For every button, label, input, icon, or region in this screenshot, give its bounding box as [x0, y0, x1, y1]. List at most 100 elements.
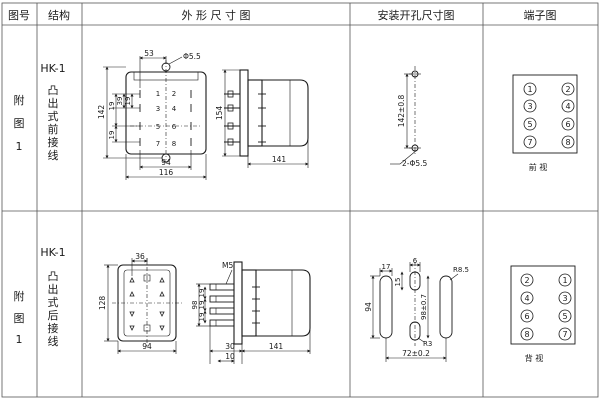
svg-text:4: 4	[172, 105, 177, 113]
svg-text:附: 附	[14, 93, 25, 107]
svg-text:19: 19	[108, 102, 116, 111]
rear-pin-marks	[129, 274, 165, 332]
dim-mount-w-a: 17	[382, 263, 391, 271]
terminal-circle	[523, 82, 575, 149]
svg-text:3: 3	[156, 105, 160, 113]
svg-text:98: 98	[191, 301, 199, 310]
svg-text:4: 4	[565, 102, 570, 111]
svg-text:图: 图	[14, 117, 25, 130]
svg-text:2: 2	[524, 276, 529, 285]
row1-side-view: 154 141	[215, 69, 309, 168]
row2-structure: HK-1 凸 出 式 后 接 线	[40, 246, 65, 348]
svg-text:出: 出	[48, 96, 59, 110]
svg-text:19: 19	[198, 313, 206, 322]
header-outline: 外 形 尺 寸 图	[182, 8, 251, 22]
svg-text:2: 2	[565, 85, 570, 94]
terminal-view-label: 背 视	[525, 353, 544, 363]
svg-text:后: 后	[48, 309, 59, 322]
svg-text:式: 式	[48, 110, 59, 123]
svg-text:3: 3	[562, 294, 567, 303]
header-terminal: 端子图	[524, 9, 557, 22]
model-label: HK-1	[40, 62, 65, 75]
row2-no: 附 图 1	[14, 289, 25, 346]
dim-side-depth: 141	[272, 155, 287, 164]
terminal-view-label: 前 视	[529, 162, 548, 172]
svg-text:6: 6	[172, 123, 177, 131]
svg-text:1: 1	[527, 85, 532, 94]
rear-studs	[209, 283, 260, 327]
row2-side-view: M5 98 19 19 19 30 141 10	[191, 261, 311, 364]
table-header: 图号 结构 外 形 尺 寸 图 安装开孔尺寸图 端子图	[8, 8, 557, 22]
dim-rear-screw: M5	[222, 261, 233, 270]
svg-text:3: 3	[527, 102, 532, 111]
svg-text:5: 5	[527, 120, 532, 129]
svg-text:凸: 凸	[48, 84, 59, 97]
dim-mount-w-b: 6	[413, 257, 418, 265]
dim-front-bottom-outer: 116	[159, 168, 174, 177]
model-label: HK-1	[40, 246, 65, 259]
dim-rear-height: 128	[98, 296, 107, 311]
svg-text:1: 1	[16, 140, 23, 153]
row1-terminal-diagram: 1 2 3 4 5 6 7 8 前 视	[512, 74, 578, 172]
svg-text:7: 7	[156, 140, 160, 148]
svg-text:线: 线	[48, 148, 59, 162]
row2-mount: 17 6 R8.5 15 94 98±0.7 R3 72±0.2	[364, 257, 469, 362]
svg-text:1: 1	[16, 333, 23, 346]
svg-text:7: 7	[527, 138, 532, 147]
svg-text:接: 接	[48, 322, 59, 335]
svg-text:5: 5	[562, 312, 567, 321]
row1-no: 附 图 1	[14, 93, 25, 153]
svg-text:19: 19	[108, 131, 116, 140]
dim-front-hole: Φ5.5	[183, 52, 201, 61]
svg-text:2: 2	[172, 90, 176, 98]
row2-front-view: 36 128 94	[98, 252, 182, 354]
svg-text:8: 8	[565, 138, 570, 147]
dim-rear-bottom-a: 30	[225, 342, 235, 351]
side-terminals	[224, 90, 266, 146]
row2-terminal-diagram: 2 1 4 3 6 5 8 7 背 视	[510, 265, 576, 363]
dim-front-top: 53	[144, 49, 154, 58]
svg-text:19: 19	[124, 97, 132, 106]
dim-mount-hole: 2-Φ5.5	[402, 159, 428, 168]
svg-text:8: 8	[524, 330, 529, 339]
dim-mount-inner: 98±0.7	[420, 294, 428, 320]
svg-text:6: 6	[524, 312, 529, 321]
svg-text:5: 5	[156, 123, 160, 131]
dim-rear-bottom-b: 10	[225, 352, 235, 361]
svg-text:接: 接	[48, 136, 59, 149]
dim-rear-width: 94	[142, 342, 152, 351]
svg-text:39: 39	[116, 97, 124, 106]
dim-mount-width: 72±0.2	[402, 349, 430, 358]
svg-text:式: 式	[48, 296, 59, 309]
svg-text:附: 附	[14, 289, 25, 303]
dim-mount-radius-a: R8.5	[453, 266, 469, 274]
terminal-circle	[520, 273, 572, 341]
row1-structure: HK-1 凸 出 式 前 接 线	[40, 62, 65, 162]
header-no: 图号	[8, 9, 30, 22]
dim-front-height: 142	[97, 105, 106, 120]
svg-text:8: 8	[172, 140, 176, 148]
dim-mount-height: 142±0.8	[397, 95, 406, 128]
svg-text:出: 出	[48, 282, 59, 296]
svg-text:7: 7	[562, 330, 567, 339]
svg-text:前: 前	[48, 122, 59, 136]
dim-mount-radius-b: R3	[423, 340, 432, 348]
svg-text:凸: 凸	[48, 270, 59, 283]
svg-text:6: 6	[565, 120, 570, 129]
header-structure: 结构	[48, 8, 70, 22]
svg-text:1: 1	[562, 276, 567, 285]
dim-mount-height-b: 94	[364, 302, 373, 312]
dim-rear-top: 36	[135, 252, 145, 261]
svg-text:图: 图	[14, 312, 25, 325]
svg-text:线: 线	[48, 334, 59, 348]
svg-text:19: 19	[198, 289, 206, 298]
dim-rear-depth: 141	[269, 342, 284, 351]
dim-side-height: 154	[215, 106, 224, 121]
dim-front-bottom-inner: 94	[161, 158, 171, 167]
row1-mount: 142±0.8 2-Φ5.5	[390, 66, 428, 168]
svg-text:1: 1	[156, 90, 160, 98]
header-mount: 安装开孔尺寸图	[378, 8, 455, 22]
svg-text:19: 19	[198, 301, 206, 310]
